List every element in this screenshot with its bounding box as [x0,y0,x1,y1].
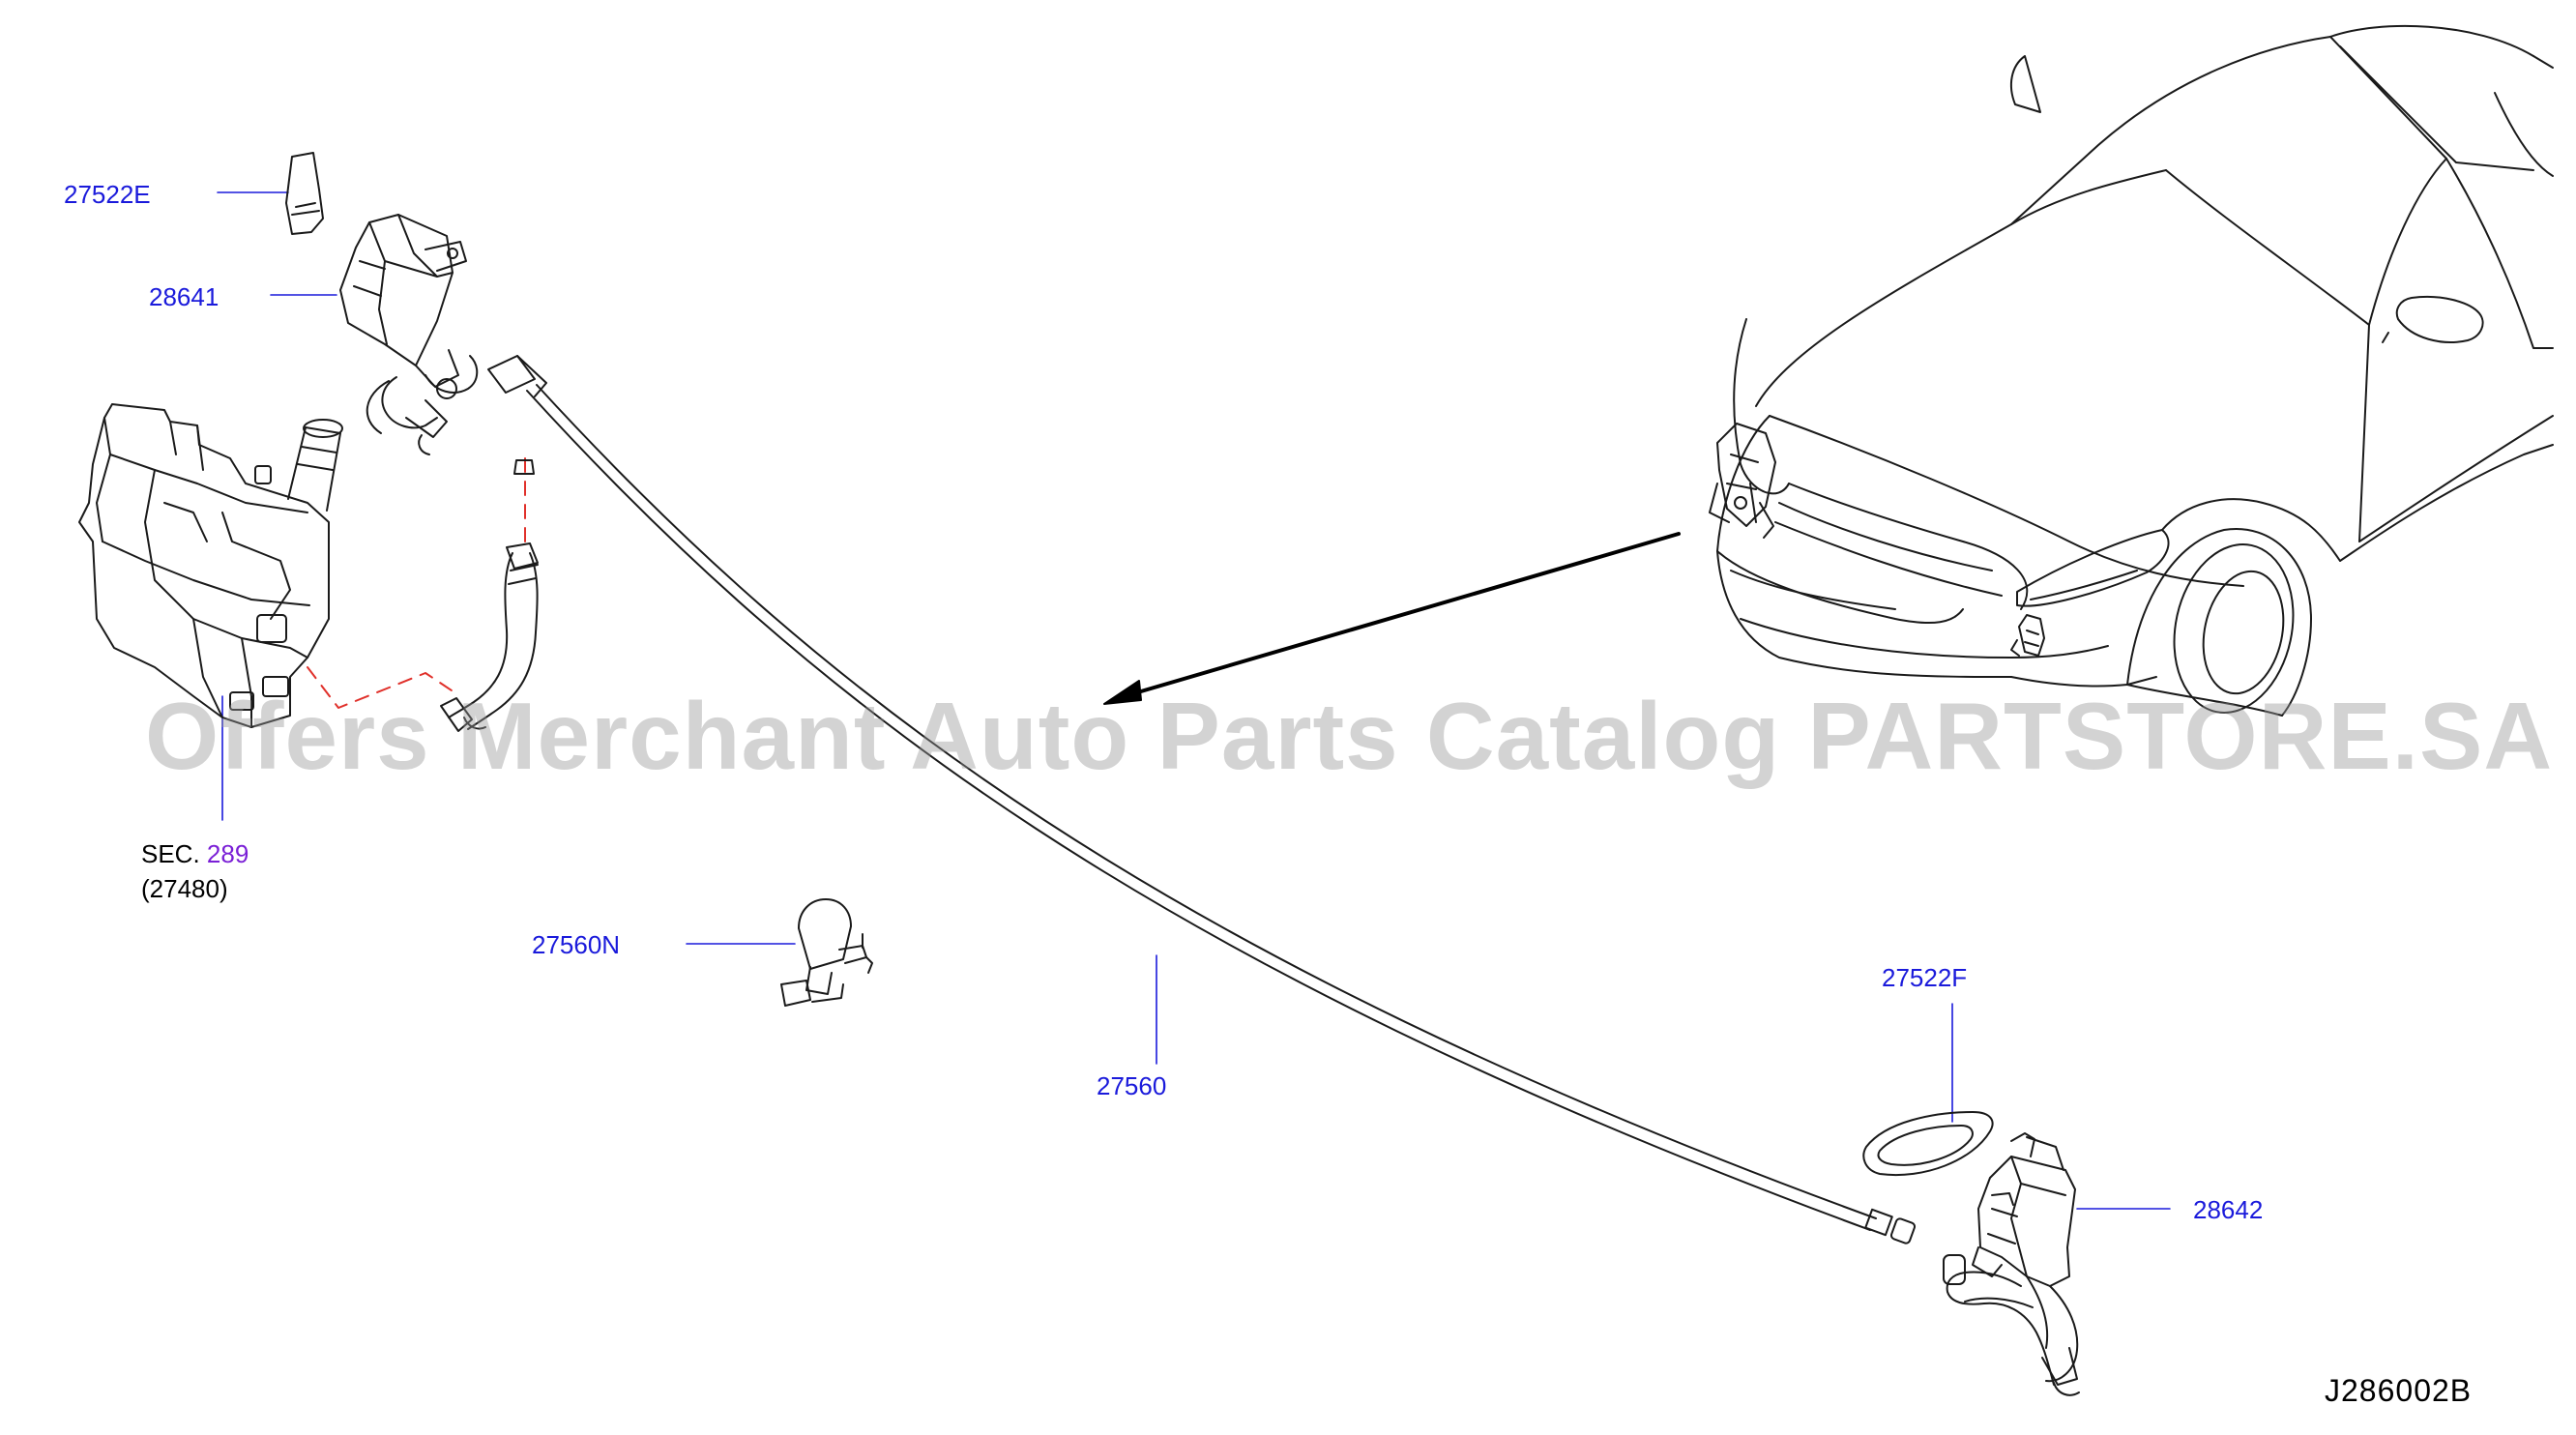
section-prefix: SEC. [141,839,200,868]
clip-27522F [1862,1111,1994,1176]
section-link-289[interactable]: 289 [206,839,249,868]
leader-lines [217,191,2171,1210]
nozzle-28641 [285,152,479,455]
connection-dashes [307,457,526,709]
callout-28641[interactable]: 28641 [149,282,220,311]
callout-27522E[interactable]: 27522E [64,180,151,209]
car-outline [1709,24,2554,717]
feed-hose [440,459,539,732]
callout-27522F[interactable]: 27522F [1882,963,1968,992]
section-sub-number: (27480) [141,874,228,903]
nozzle-28642 [1943,1132,2080,1396]
callout-27560N[interactable]: 27560N [532,930,621,959]
drawing-id: J286002B [2325,1373,2473,1408]
washer-tank [78,403,343,728]
callout-28642[interactable]: 28642 [2193,1195,2264,1224]
connector-27560N [780,898,873,1007]
section-reference: SEC. 289 [141,839,249,869]
pointer-arrow [1103,532,1681,705]
washer-hose-27560 [487,355,1917,1245]
callout-27560[interactable]: 27560 [1097,1071,1167,1100]
